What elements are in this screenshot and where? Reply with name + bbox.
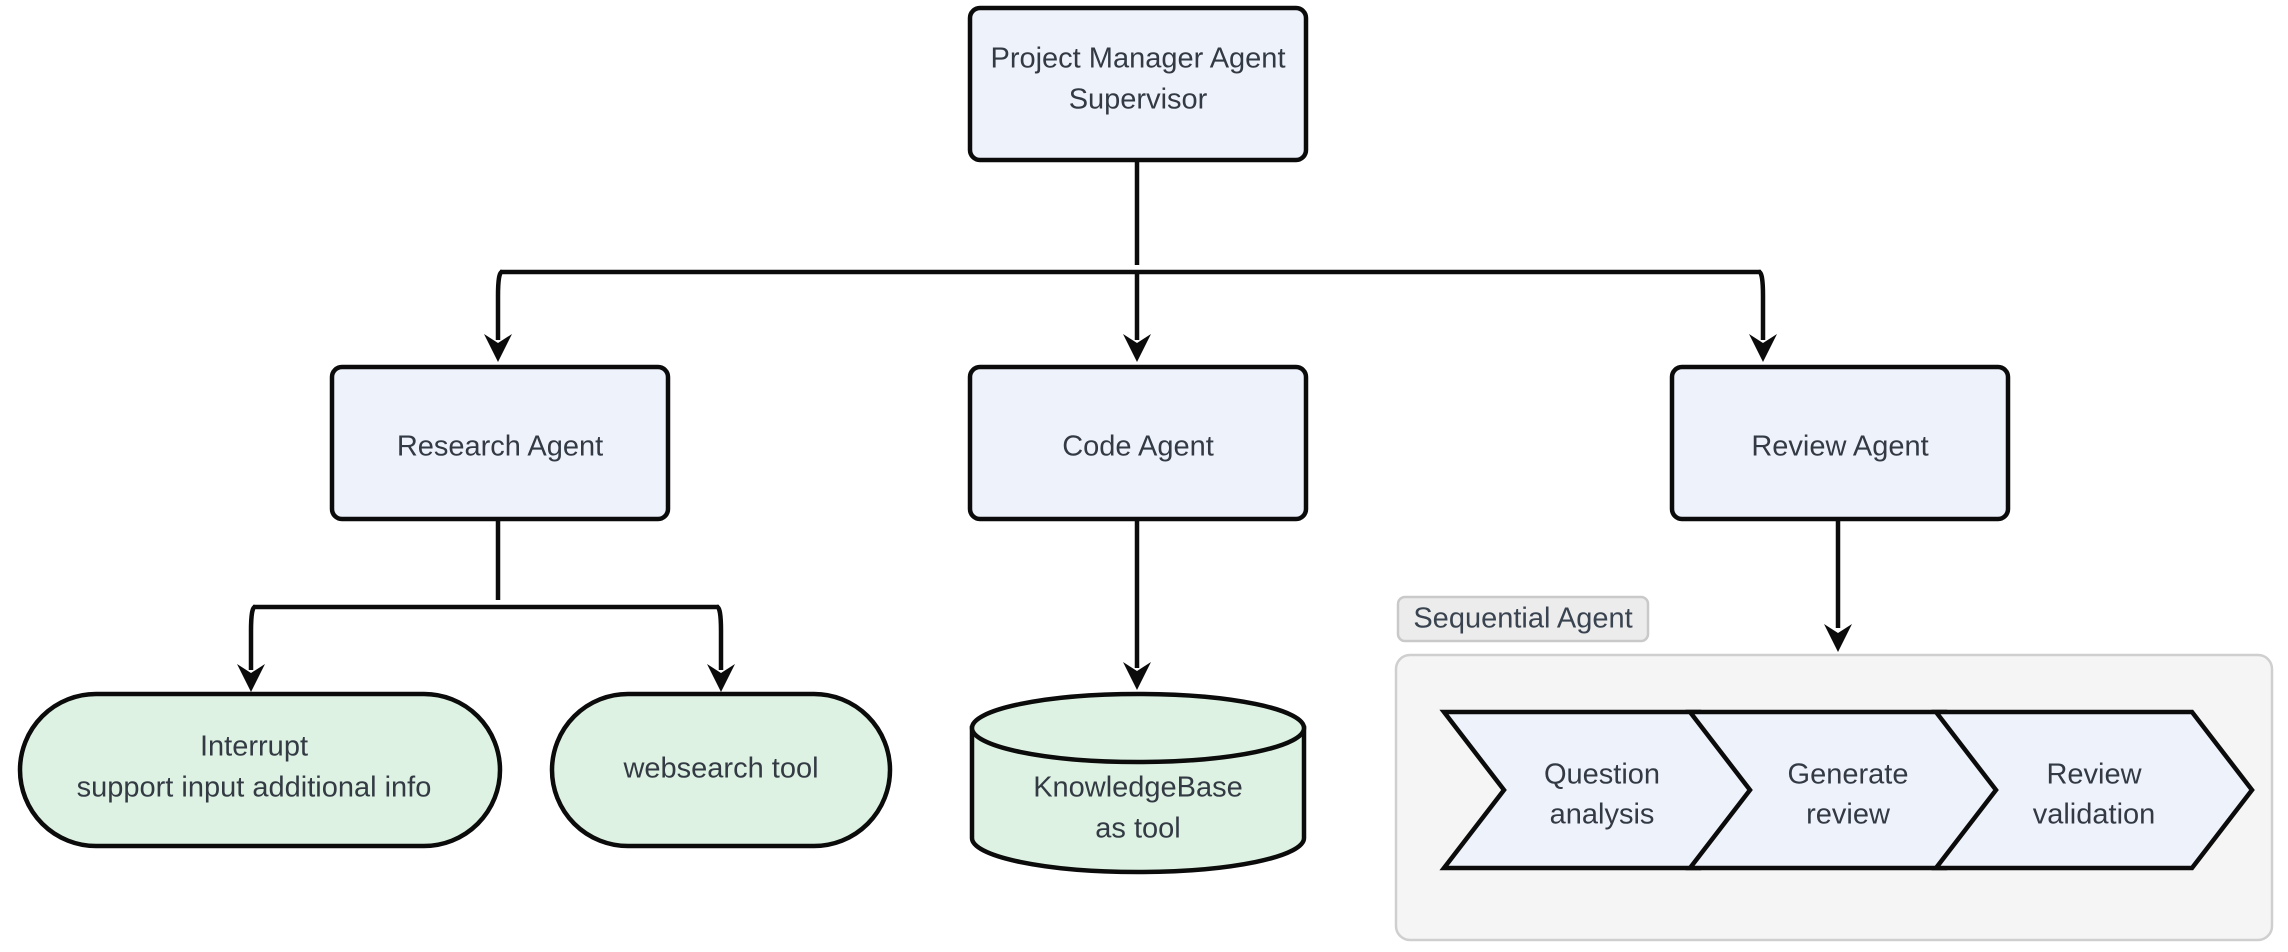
node-supervisor[interactable]: Project Manager Agent Supervisor bbox=[967, 5, 1309, 163]
edge-review-sequential bbox=[1824, 520, 1852, 652]
knowledgebase-label-line1: KnowledgeBase bbox=[1033, 772, 1243, 804]
research-agent-box bbox=[329, 364, 671, 522]
edge-code-knowledgebase bbox=[1123, 520, 1151, 690]
node-question-analysis[interactable]: Question analysis bbox=[1439, 709, 1763, 871]
subgraph-title-badge-bg bbox=[1396, 595, 1650, 643]
knowledgebase-cylinder-top bbox=[969, 691, 1307, 765]
code-agent-box bbox=[967, 364, 1309, 522]
node-review-validation[interactable]: Review validation bbox=[1931, 709, 2255, 871]
subgraph-title-text: Sequential Agent bbox=[1413, 603, 1632, 635]
edge-arrowheads-row2 bbox=[484, 334, 1777, 362]
interrupt-stadium bbox=[17, 691, 503, 849]
review-agent-label: Review Agent bbox=[1751, 431, 1928, 463]
review-validation-label-line2: validation bbox=[2033, 799, 2156, 831]
knowledgebase-label-line2: as tool bbox=[1095, 813, 1180, 845]
node-interrupt[interactable]: Interrupt support input additional info bbox=[17, 691, 503, 849]
edge-supervisor-branch bbox=[495, 160, 1766, 340]
node-research-agent[interactable]: Research Agent bbox=[329, 364, 671, 522]
node-generate-review[interactable]: Generate review bbox=[1685, 709, 2009, 871]
question-analysis-label-line2: analysis bbox=[1550, 799, 1655, 831]
review-validation-chevron bbox=[1931, 709, 2255, 871]
generate-review-label-line1: Generate bbox=[1788, 759, 1909, 791]
node-code-agent[interactable]: Code Agent bbox=[967, 364, 1309, 522]
interrupt-label-line1: Interrupt bbox=[200, 731, 308, 763]
node-review-agent[interactable]: Review Agent bbox=[1669, 364, 2011, 522]
websearch-label: websearch tool bbox=[622, 753, 818, 785]
node-websearch-tool[interactable]: websearch tool bbox=[549, 691, 893, 849]
generate-review-label-line2: review bbox=[1806, 799, 1891, 831]
question-analysis-label-line1: Question bbox=[1544, 759, 1660, 791]
supervisor-label-line1: Project Manager Agent bbox=[990, 43, 1285, 75]
research-agent-label: Research Agent bbox=[397, 431, 603, 463]
websearch-stadium bbox=[549, 691, 893, 849]
supervisor-label-line2: Supervisor bbox=[1069, 84, 1208, 116]
code-agent-label: Code Agent bbox=[1062, 431, 1214, 463]
review-agent-box bbox=[1669, 364, 2011, 522]
interrupt-label-line2: support input additional info bbox=[77, 772, 432, 804]
knowledgebase-cylinder-body bbox=[969, 725, 1307, 875]
edge-research-branch bbox=[248, 520, 724, 670]
edge-arrowheads-row3-left bbox=[237, 664, 735, 692]
node-knowledgebase[interactable]: KnowledgeBase as tool bbox=[969, 691, 1307, 875]
supervisor-box bbox=[967, 5, 1309, 163]
review-validation-label-line1: Review bbox=[2046, 759, 2142, 791]
subgraph-title-badge: Sequential Agent bbox=[1396, 595, 1650, 643]
